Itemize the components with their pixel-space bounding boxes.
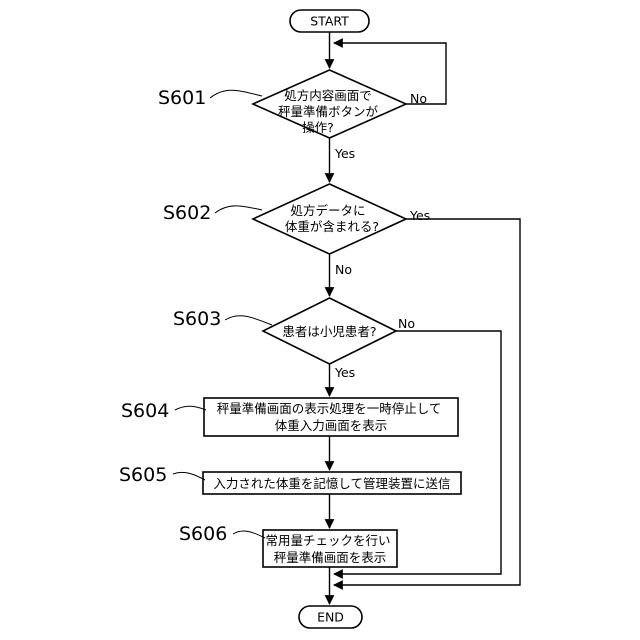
branch-s602-yes: Yes bbox=[409, 208, 430, 223]
branch-s601-yes: Yes bbox=[334, 146, 355, 161]
branch-s603-no: No bbox=[398, 316, 415, 331]
decision-s601-line-1: 処方内容画面で bbox=[284, 88, 372, 103]
leader-s606 bbox=[233, 531, 265, 538]
decision-s602-line-1: 処方データに bbox=[291, 203, 366, 218]
leader-s604 bbox=[175, 406, 206, 410]
step-label-s602: S602 bbox=[163, 202, 211, 224]
step-label-s601: S601 bbox=[158, 87, 206, 109]
process-s606-line-2: 秤量準備画面を表示 bbox=[274, 550, 387, 565]
branch-s602-no: No bbox=[335, 262, 352, 277]
process-s604-line-2: 体重入力画面を表示 bbox=[275, 418, 388, 433]
branch-s601-no: No bbox=[410, 91, 427, 106]
decision-s601-line-3: 操作? bbox=[302, 120, 334, 135]
leader-s605 bbox=[173, 472, 205, 480]
decision-s601-line-2: 秤量準備ボタンが bbox=[278, 104, 379, 119]
step-label-s605: S605 bbox=[119, 464, 167, 486]
decision-s601-text: 処方内容画面で 秤量準備ボタンが 操作? bbox=[278, 88, 382, 135]
decision-s603-text: 患者は小児患者? bbox=[282, 324, 376, 339]
decision-s602-text: 処方データに 体重が含まれる? bbox=[285, 203, 379, 234]
branch-s603-yes: Yes bbox=[334, 365, 355, 380]
start-text: START bbox=[310, 14, 349, 29]
process-s605-text: 入力された体重を記憶して管理装置に送信 bbox=[213, 476, 450, 491]
leader-s602 bbox=[215, 206, 262, 213]
step-label-s603: S603 bbox=[173, 308, 221, 330]
leader-s601 bbox=[210, 90, 262, 98]
process-s606-line-1: 常用量チェックを行い bbox=[266, 533, 391, 548]
step-label-s606: S606 bbox=[179, 523, 227, 545]
decision-s602-line-2: 体重が含まれる? bbox=[285, 219, 379, 234]
process-s604-line-1: 秤量準備画面の表示処理を一時停止して bbox=[217, 401, 442, 416]
step-label-s604: S604 bbox=[121, 400, 169, 422]
end-text: END bbox=[317, 610, 344, 625]
leader-s603 bbox=[225, 316, 272, 325]
